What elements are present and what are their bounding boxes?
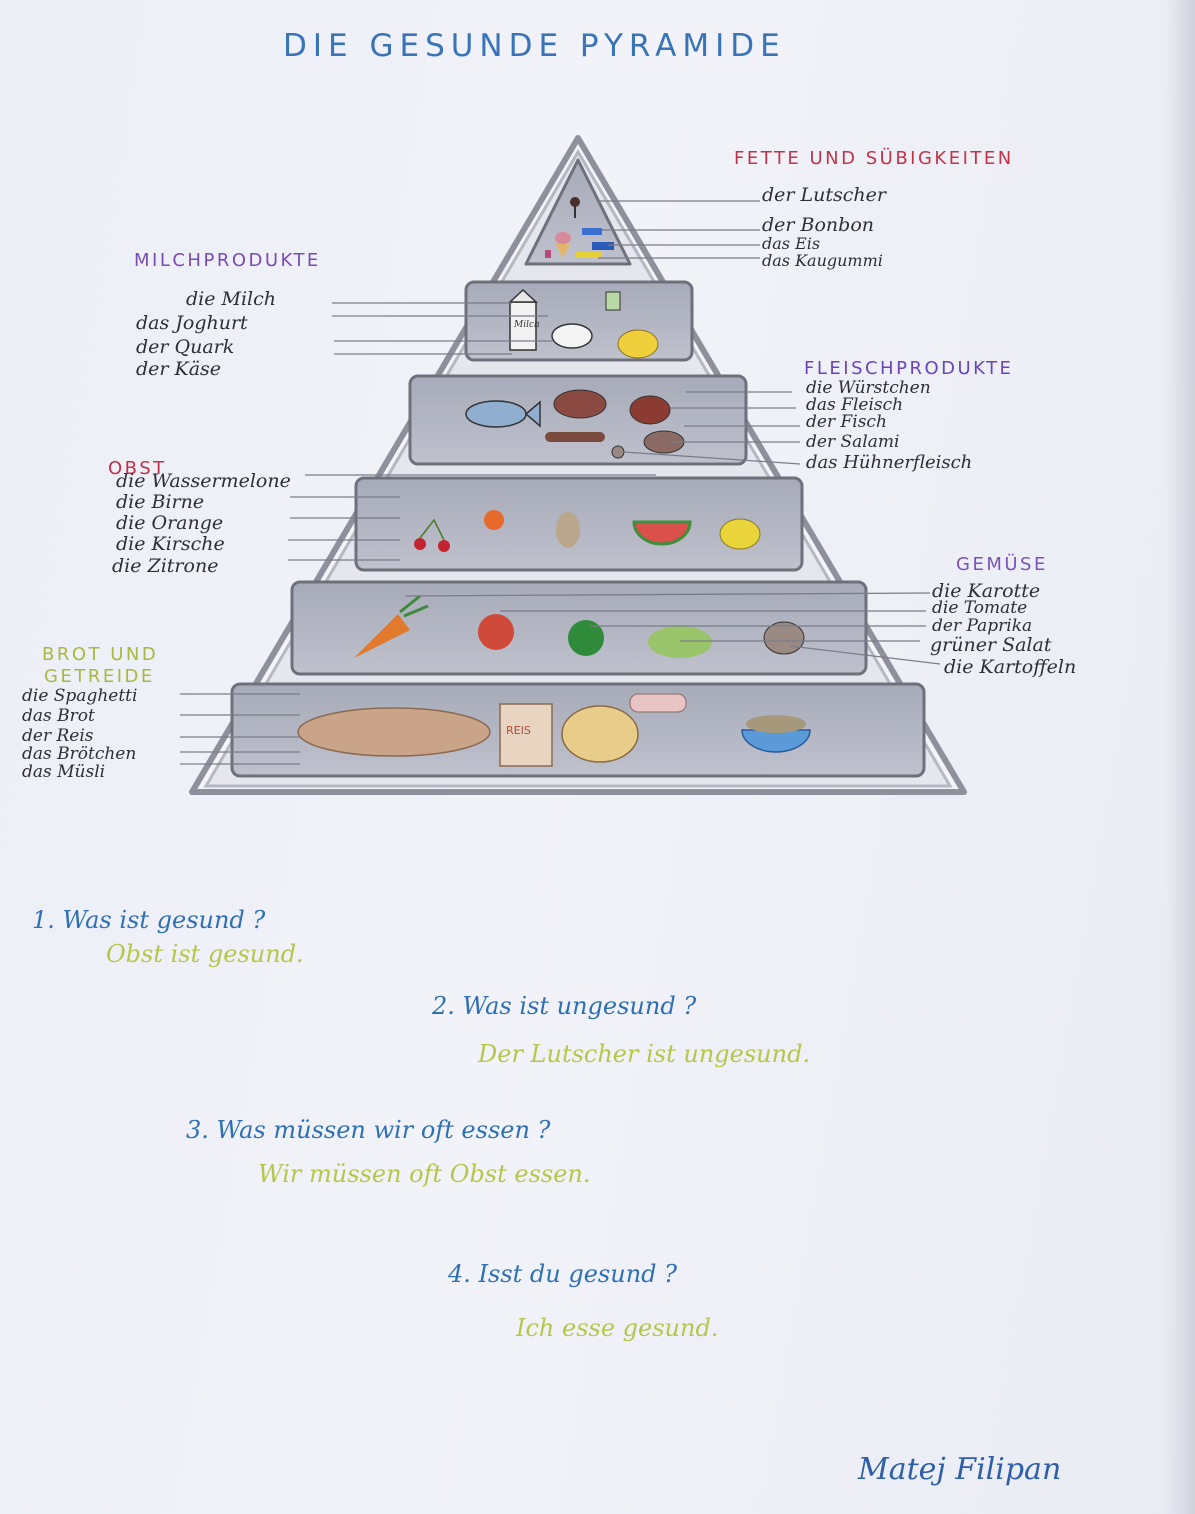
heading-gemuese: GEMÜSE: [956, 554, 1048, 575]
label-milch-4: der Käse: [136, 358, 222, 380]
answer-2: Der Lutscher ist ungesund.: [478, 1040, 811, 1068]
rice-box-label: REIS: [506, 724, 531, 737]
label-fleisch-4: der Salami: [806, 432, 900, 452]
page-title: DIE GESUNDE PYRAMIDE: [283, 28, 786, 64]
question-1: 1. Was ist gesund ?: [32, 906, 266, 934]
answer-3: Wir müssen oft Obst essen.: [258, 1160, 591, 1188]
tier-fleisch: [408, 374, 748, 466]
label-obst-4: die Kirsche: [116, 533, 225, 555]
label-fette-1: der Lutscher: [762, 184, 886, 206]
label-milch-3: der Quark: [136, 336, 235, 358]
heading-fette: FETTE UND SÜBIGKEITEN: [734, 148, 1014, 169]
grain-drawing: REIS: [297, 693, 811, 767]
label-fette-4: das Kaugummi: [762, 251, 883, 270]
label-gemuese-2: die Tomate: [932, 598, 1028, 618]
label-brot-3: der Reis: [22, 726, 94, 746]
leader-lines: [180, 200, 941, 765]
label-fette-2: der Bonbon: [762, 214, 875, 236]
label-brot-2: das Brot: [22, 706, 95, 726]
sweets-drawing: [545, 197, 614, 258]
heading-fleisch: FLEISCHPRODUKTE: [804, 358, 1014, 379]
heading-brot-1: BROT UND: [42, 644, 159, 665]
label-brot-1: die Spaghetti: [22, 686, 138, 706]
label-fette-3: das Eis: [762, 234, 821, 253]
question-3: 3. Was müssen wir oft essen ?: [186, 1116, 551, 1144]
meat-drawing: [465, 389, 685, 459]
label-brot-5: das Müsli: [22, 762, 106, 782]
label-fleisch-2: das Fleisch: [806, 395, 904, 415]
heading-brot-2: GETREIDE: [44, 666, 155, 687]
label-obst-5: die Zitrone: [112, 555, 219, 577]
heading-milch: MILCHPRODUKTE: [134, 250, 321, 271]
label-fleisch-1: die Würstchen: [806, 378, 931, 398]
paper-shadow: [1165, 0, 1195, 1514]
label-milch-2: das Joghurt: [136, 312, 248, 334]
label-gemuese-4: grüner Salat: [930, 634, 1052, 656]
answer-4: Ich esse gesund.: [516, 1314, 719, 1342]
label-obst-3: die Orange: [116, 512, 224, 534]
label-fleisch-5: das Hühnerfleisch: [806, 452, 973, 473]
label-milch-1: die Milch: [186, 288, 277, 310]
milk-box-label: Milch: [513, 320, 540, 330]
heading-obst: OBST: [108, 458, 167, 479]
tier-milch: [464, 280, 694, 362]
question-2: 2. Was ist ungesund ?: [432, 992, 697, 1020]
tier-fette: [524, 158, 632, 266]
signature: Matej Filipan: [858, 1452, 1062, 1487]
label-fleisch-3: der Fisch: [806, 412, 887, 432]
dairy-drawing: Milch: [508, 288, 659, 359]
fruit-drawing: [414, 510, 761, 552]
label-obst-1: die Wassermelone: [116, 470, 291, 492]
question-4: 4. Isst du gesund ?: [448, 1260, 678, 1288]
label-brot-4: das Brötchen: [22, 744, 137, 764]
label-gemuese-5: die Kartoffeln: [944, 656, 1077, 678]
label-obst-2: die Birne: [116, 491, 205, 513]
label-gemuese-1: die Karotte: [932, 580, 1041, 602]
answer-1: Obst ist gesund.: [106, 940, 304, 968]
label-gemuese-3: der Paprika: [932, 616, 1033, 636]
